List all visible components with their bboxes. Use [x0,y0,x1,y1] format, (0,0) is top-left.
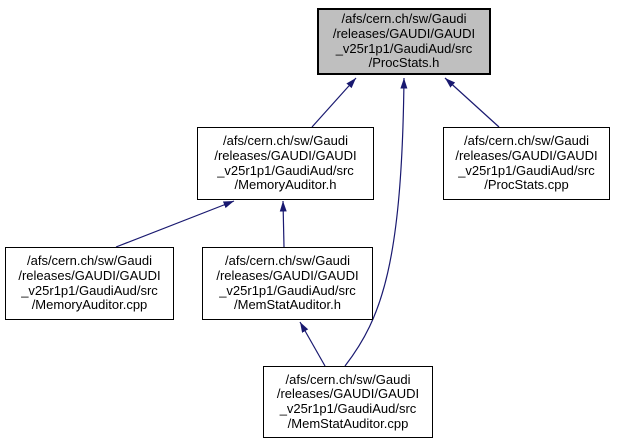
node-memoryauditor-cpp[interactable]: /afs/cern.ch/sw/Gaudi /releases/GAUDI/GA… [5,247,174,320]
node-memstatauditor-cpp[interactable]: /afs/cern.ch/sw/Gaudi /releases/GAUDI/GA… [263,366,433,438]
edge-memstatauditor-cpp-to-memstatauditor-h [299,321,326,367]
node-procstats-cpp[interactable]: /afs/cern.ch/sw/Gaudi /releases/GAUDI/GA… [443,127,610,200]
edge-memoryauditor-h-to-procstats-h [311,77,357,128]
node-memstatauditor-h[interactable]: /afs/cern.ch/sw/Gaudi /releases/GAUDI/GA… [202,247,373,320]
edge-memstatauditor-h-to-memoryauditor-h [279,200,287,248]
node-memoryauditor-h[interactable]: /afs/cern.ch/sw/Gaudi /releases/GAUDI/GA… [197,127,374,200]
edge-procstats-cpp-to-procstats-h [444,77,500,128]
edge-memstatauditor-cpp-to-procstats-h [344,77,408,367]
edge-memoryauditor-cpp-to-memoryauditor-h [115,200,235,248]
node-procstats-h[interactable]: /afs/cern.ch/sw/Gaudi /releases/GAUDI/GA… [317,8,491,75]
